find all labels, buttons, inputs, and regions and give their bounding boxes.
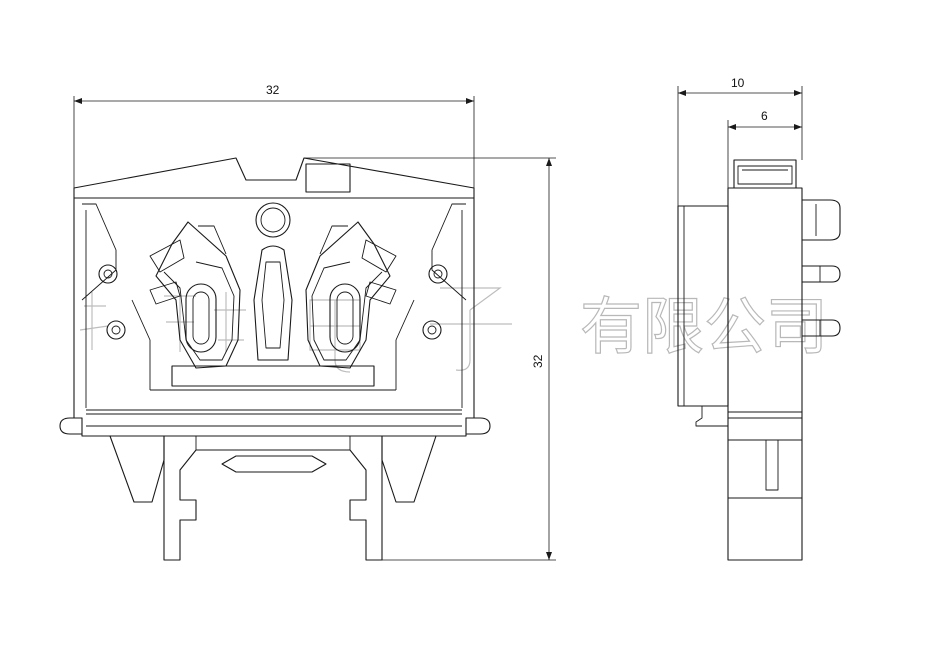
mount-hole-upper-right xyxy=(428,264,448,284)
side-view: 10 6 xyxy=(677,76,841,561)
mount-hole-lower-left xyxy=(106,320,126,340)
side-body xyxy=(727,187,803,561)
side-inner-dimension: 6 xyxy=(727,109,802,188)
test-hole xyxy=(255,202,291,238)
center-separator xyxy=(253,245,293,361)
front-height-label: 32 xyxy=(531,354,545,368)
side-left-block xyxy=(677,205,729,407)
front-width-label: 32 xyxy=(266,83,280,97)
side-width-dimension: 10 xyxy=(677,76,803,206)
front-view: 32 32 xyxy=(59,83,556,561)
mounting-feet xyxy=(109,435,437,561)
bus-bar xyxy=(171,365,375,387)
side-foot-slot xyxy=(765,439,779,491)
watermark-strokes xyxy=(79,287,512,373)
side-inner-label: 6 xyxy=(761,109,768,123)
top-latch xyxy=(305,163,351,193)
rail-flange xyxy=(59,417,491,435)
side-pins xyxy=(801,199,841,337)
left-clamp xyxy=(149,221,241,369)
right-clamp xyxy=(305,221,397,369)
mount-hole-upper-left xyxy=(98,264,118,284)
watermark-text: 有限公司 xyxy=(580,290,828,363)
mount-hole-lower-right xyxy=(422,320,442,340)
side-top-latch xyxy=(733,159,797,189)
front-width-dimension: 32 xyxy=(73,83,475,188)
side-width-label: 10 xyxy=(731,76,745,90)
housing-outline xyxy=(73,157,475,437)
front-height-dimension: 32 xyxy=(304,157,556,561)
